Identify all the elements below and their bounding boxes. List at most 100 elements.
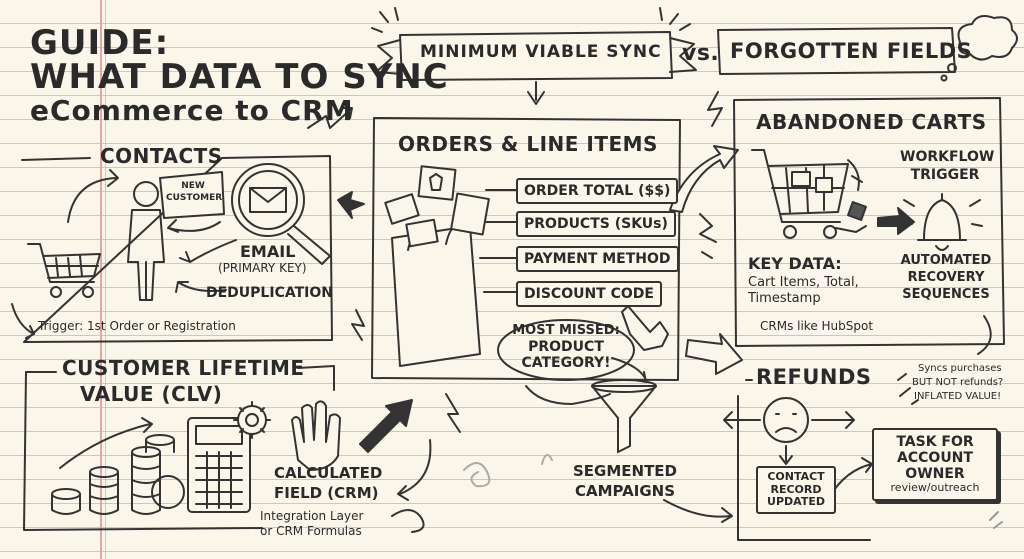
field-products-skus: PRODUCTS (SKUs) bbox=[516, 211, 676, 237]
sketch-curve bbox=[525, 385, 611, 405]
calculated-field-line1: CALCULATED bbox=[274, 464, 383, 482]
squiggle bbox=[391, 509, 425, 533]
contact-record-line2: RECORD bbox=[770, 482, 822, 496]
workflow-trigger-line2: TRIGGER bbox=[910, 167, 980, 183]
arrow-sad-down bbox=[779, 445, 793, 465]
guide-title-line1: GUIDE: bbox=[30, 23, 170, 63]
magnifier-email-icon bbox=[231, 163, 331, 265]
task-account-owner-box: TASK FOR ACCOUNT OWNER review/outreach bbox=[872, 428, 998, 501]
arrow-email-to-person bbox=[179, 239, 237, 263]
shopping-cart-icon-abandoned bbox=[751, 149, 867, 239]
contact-record-line1: CONTACT bbox=[767, 470, 825, 483]
lightning-mid bbox=[445, 393, 461, 433]
arrow-to-calculated bbox=[397, 439, 432, 501]
clv-heading-line1: CUSTOMER LIFETIME bbox=[62, 356, 305, 380]
integration-layer-line2: or CRM Formulas bbox=[260, 524, 362, 538]
new-customer-tag bbox=[159, 171, 225, 233]
automated-recovery-line2: RECOVERY bbox=[907, 270, 985, 285]
lightning-clv bbox=[351, 309, 365, 341]
refunds-underline bbox=[745, 373, 907, 381]
guide-title-line2: WHAT DATA TO SYNC bbox=[30, 57, 449, 97]
banner-minimum-viable-sync: MINIMUM VIABLE SYNC bbox=[420, 42, 662, 62]
banner-forgotten-fields: FORGOTTEN FIELDS bbox=[730, 39, 973, 63]
automated-recovery-line3: SEQUENCES bbox=[902, 287, 990, 302]
arrow-dedup bbox=[175, 281, 227, 293]
automated-recovery-line1: AUTOMATED bbox=[900, 253, 992, 268]
most-missed-oval bbox=[497, 319, 635, 381]
field-order-total: ORDER TOTAL ($$) bbox=[516, 178, 679, 204]
arrow-sad-left bbox=[723, 411, 761, 429]
arrow-orders-to-carts bbox=[669, 145, 739, 213]
field-discount-code: DISCOUNT CODE bbox=[516, 281, 662, 307]
contacts-trigger: Trigger: 1st Order or Registration bbox=[38, 319, 236, 333]
product-category-line1: PRODUCT bbox=[528, 339, 604, 355]
new-customer-badge-line2: CUSTOMER bbox=[166, 193, 223, 203]
bell-icon bbox=[901, 193, 983, 251]
sad-face-icon bbox=[763, 397, 809, 443]
primary-key-label: (PRIMARY KEY) bbox=[218, 261, 307, 275]
orders-panel-frame bbox=[371, 117, 681, 381]
segmented-campaigns-line1: SEGMENTED bbox=[572, 462, 678, 480]
thought-cloud-icon bbox=[940, 15, 1018, 82]
task-line3: OWNER bbox=[905, 466, 965, 483]
pointing-hand-icon bbox=[621, 305, 669, 351]
person-icon bbox=[127, 181, 165, 301]
product-category-line2: CATEGORY! bbox=[521, 355, 611, 371]
clv-panel-frame bbox=[23, 365, 335, 531]
email-label: EMAIL bbox=[240, 242, 296, 261]
calculator-icon bbox=[187, 417, 251, 513]
abandoned-carts-panel-frame bbox=[733, 97, 1005, 347]
arrow-carts-down bbox=[977, 315, 992, 355]
funnel-icon bbox=[591, 379, 657, 453]
gear-icon bbox=[233, 401, 271, 439]
lightning-spark bbox=[699, 213, 717, 259]
calculated-field-line2: FIELD (CRM) bbox=[274, 484, 379, 502]
clv-heading-line2: VALUE (CLV) bbox=[80, 382, 223, 406]
arrow-sad-right bbox=[811, 411, 855, 429]
new-customer-badge-line1: NEW bbox=[181, 181, 205, 191]
key-data-title: KEY DATA: bbox=[748, 254, 842, 273]
banner-ribbon bbox=[375, 31, 697, 105]
arrow-segmented bbox=[663, 499, 733, 523]
hand-wave-icon bbox=[291, 400, 341, 471]
coin-stacks-icon bbox=[51, 434, 185, 515]
arrow-cart-to-person bbox=[67, 169, 119, 223]
crm-note: CRMs like HubSpot bbox=[760, 319, 874, 333]
arrow-oval-to-funnel bbox=[611, 357, 647, 383]
refunds-heading: REFUNDS bbox=[756, 365, 872, 389]
task-line2: ACCOUNT bbox=[897, 450, 973, 467]
contact-record-box: CONTACT RECORD UPDATED bbox=[756, 466, 836, 514]
orders-heading: ORDERS & LINE ITEMS bbox=[398, 132, 658, 156]
contacts-heading: CONTACTS bbox=[100, 144, 223, 168]
key-data-line2: Timestamp bbox=[748, 291, 821, 306]
banner-vs: vs. bbox=[682, 41, 720, 66]
arrow-contacts-to-orders bbox=[337, 191, 365, 219]
faint-doodle-2 bbox=[541, 453, 553, 465]
arrow-clv-to-orders bbox=[359, 399, 413, 453]
spark-lines bbox=[371, 7, 723, 127]
workflow-trigger-line1: WORKFLOW bbox=[900, 149, 995, 165]
zigzag-arrow-title bbox=[307, 107, 353, 129]
refunds-note-line3: INFLATED VALUE! bbox=[914, 391, 1002, 402]
notebook-margin-line bbox=[100, 0, 102, 559]
contacts-panel-frame bbox=[21, 155, 333, 343]
most-missed-label: MOST MISSED: bbox=[512, 323, 620, 338]
refunds-note-line2: BUT NOT refunds? bbox=[912, 377, 1004, 388]
field-payment-method: PAYMENT METHOD bbox=[516, 246, 679, 272]
arrow-trigger bbox=[11, 303, 35, 339]
faint-doodle bbox=[463, 462, 491, 488]
shopping-bag-icon bbox=[384, 165, 490, 367]
speed-lines bbox=[847, 159, 863, 191]
deduplication-label: DEDUPLICATION bbox=[206, 285, 333, 301]
guide-title-line3: eCommerce to CRM bbox=[30, 94, 354, 127]
arrow-contact-to-task bbox=[829, 457, 873, 497]
growth-arrow bbox=[59, 417, 153, 469]
task-line4: review/outreach bbox=[890, 481, 980, 495]
task-line1: TASK FOR bbox=[896, 434, 974, 450]
contact-record-line3: UPDATED bbox=[767, 495, 825, 509]
shopping-cart-icon-left bbox=[27, 243, 101, 298]
segmented-campaigns-line2: CAMPAIGNS bbox=[574, 482, 676, 500]
abandoned-carts-heading: ABANDONED CARTS bbox=[756, 110, 987, 134]
sparkle bbox=[989, 511, 1003, 529]
